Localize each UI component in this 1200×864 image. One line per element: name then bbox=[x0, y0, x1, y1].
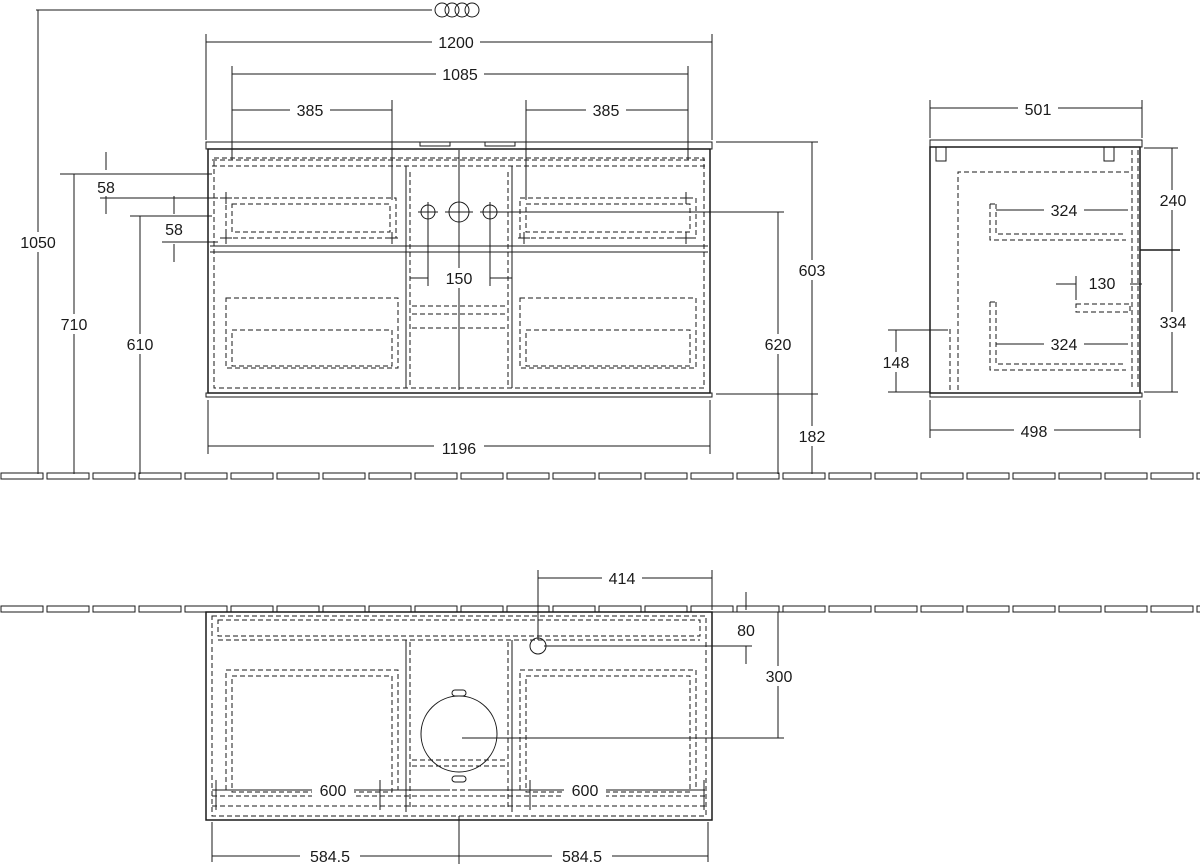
floor-segment bbox=[460, 605, 504, 613]
view-symbol-icon bbox=[36, 2, 480, 18]
dim-610: 610 bbox=[127, 337, 154, 354]
floor-segment bbox=[828, 605, 872, 613]
dim-1085: 1085 bbox=[442, 67, 478, 84]
floor-segment bbox=[552, 605, 596, 613]
floor-segment bbox=[1104, 605, 1148, 613]
floor-segment bbox=[414, 605, 458, 613]
tap-hole-icon bbox=[418, 198, 500, 226]
floor-segment bbox=[230, 605, 274, 613]
floor-segment bbox=[920, 605, 964, 613]
floor-segment bbox=[1196, 605, 1200, 613]
floor-segment bbox=[138, 605, 182, 613]
floor-segment bbox=[920, 472, 964, 480]
floor-segment bbox=[1104, 472, 1148, 480]
floor-segment bbox=[414, 472, 458, 480]
floor-line-upper bbox=[0, 472, 1200, 480]
floor-segment bbox=[184, 472, 228, 480]
dim-240: 240 bbox=[1160, 193, 1187, 210]
floor-segment bbox=[322, 605, 366, 613]
floor-segment bbox=[828, 472, 872, 480]
floor-segment bbox=[598, 605, 642, 613]
dim-620: 620 bbox=[765, 337, 792, 354]
dim-58-second: 58 bbox=[165, 222, 183, 239]
side-dimensions bbox=[888, 100, 1180, 438]
floor-segment bbox=[92, 472, 136, 480]
floor-segment bbox=[1012, 605, 1056, 613]
floor-segment bbox=[736, 472, 780, 480]
floor-segment bbox=[322, 472, 366, 480]
dim-324-upper: 324 bbox=[1051, 203, 1078, 220]
floor-segment bbox=[368, 472, 412, 480]
dim-148: 148 bbox=[883, 355, 910, 372]
floor-segment bbox=[138, 472, 182, 480]
dim-584-5-right: 584.5 bbox=[562, 849, 602, 864]
dim-498: 498 bbox=[1021, 424, 1048, 441]
floor-segment bbox=[552, 472, 596, 480]
floor-segment bbox=[460, 472, 504, 480]
floor-segment bbox=[184, 605, 228, 613]
dim-1050: 1050 bbox=[20, 235, 56, 252]
floor-segment bbox=[1012, 472, 1056, 480]
top-dimensions bbox=[211, 570, 790, 862]
floor-segment bbox=[782, 472, 826, 480]
floor-segment bbox=[1150, 472, 1194, 480]
dim-414: 414 bbox=[609, 571, 636, 588]
floor-segment bbox=[46, 472, 90, 480]
dim-150: 150 bbox=[446, 271, 473, 288]
floor-line-lower bbox=[0, 605, 1200, 613]
floor-segment bbox=[1150, 605, 1194, 613]
floor-segment bbox=[598, 472, 642, 480]
dim-600-right: 600 bbox=[572, 783, 599, 800]
dim-182: 182 bbox=[799, 429, 826, 446]
floor-segment bbox=[966, 472, 1010, 480]
floor-segment bbox=[230, 472, 274, 480]
floor-segment bbox=[966, 605, 1010, 613]
floor-segment bbox=[874, 472, 918, 480]
front-dimensions bbox=[37, 10, 818, 474]
dim-385-left: 385 bbox=[297, 103, 324, 120]
dim-300: 300 bbox=[766, 669, 793, 686]
dim-1200: 1200 bbox=[438, 35, 474, 52]
dim-710: 710 bbox=[61, 317, 88, 334]
dim-385-right: 385 bbox=[593, 103, 620, 120]
floor-segment bbox=[736, 605, 780, 613]
floor-segment bbox=[1196, 472, 1200, 480]
floor-segment bbox=[506, 605, 550, 613]
floor-segment bbox=[46, 605, 90, 613]
dim-324-lower: 324 bbox=[1051, 337, 1078, 354]
floor-segment bbox=[1058, 605, 1102, 613]
floor-segment bbox=[0, 605, 44, 613]
dim-58-top: 58 bbox=[97, 180, 115, 197]
dim-584-5-left: 584.5 bbox=[310, 849, 350, 864]
dim-501: 501 bbox=[1025, 102, 1052, 119]
handle-mark-icon bbox=[220, 192, 692, 244]
dim-600-left: 600 bbox=[320, 783, 347, 800]
dim-334: 334 bbox=[1160, 315, 1187, 332]
floor-segment bbox=[92, 605, 136, 613]
floor-segment bbox=[690, 472, 734, 480]
floor-segment bbox=[644, 605, 688, 613]
floor-segment bbox=[276, 472, 320, 480]
dim-603: 603 bbox=[799, 263, 826, 280]
siphon-icon bbox=[420, 689, 498, 783]
floor-segment bbox=[1058, 472, 1102, 480]
side-view bbox=[929, 139, 1143, 398]
labels: 1200 1085 385 385 1050 58 58 710 610 150… bbox=[16, 32, 1194, 864]
floor-segment bbox=[782, 605, 826, 613]
floor-segment bbox=[506, 472, 550, 480]
floor-segment bbox=[874, 605, 918, 613]
dim-130: 130 bbox=[1089, 276, 1116, 293]
floor-segment bbox=[0, 472, 44, 480]
floor-segment bbox=[644, 472, 688, 480]
dim-1196: 1196 bbox=[442, 441, 477, 458]
floor-segment bbox=[276, 605, 320, 613]
floor-segment bbox=[368, 605, 412, 613]
dim-80: 80 bbox=[737, 623, 755, 640]
